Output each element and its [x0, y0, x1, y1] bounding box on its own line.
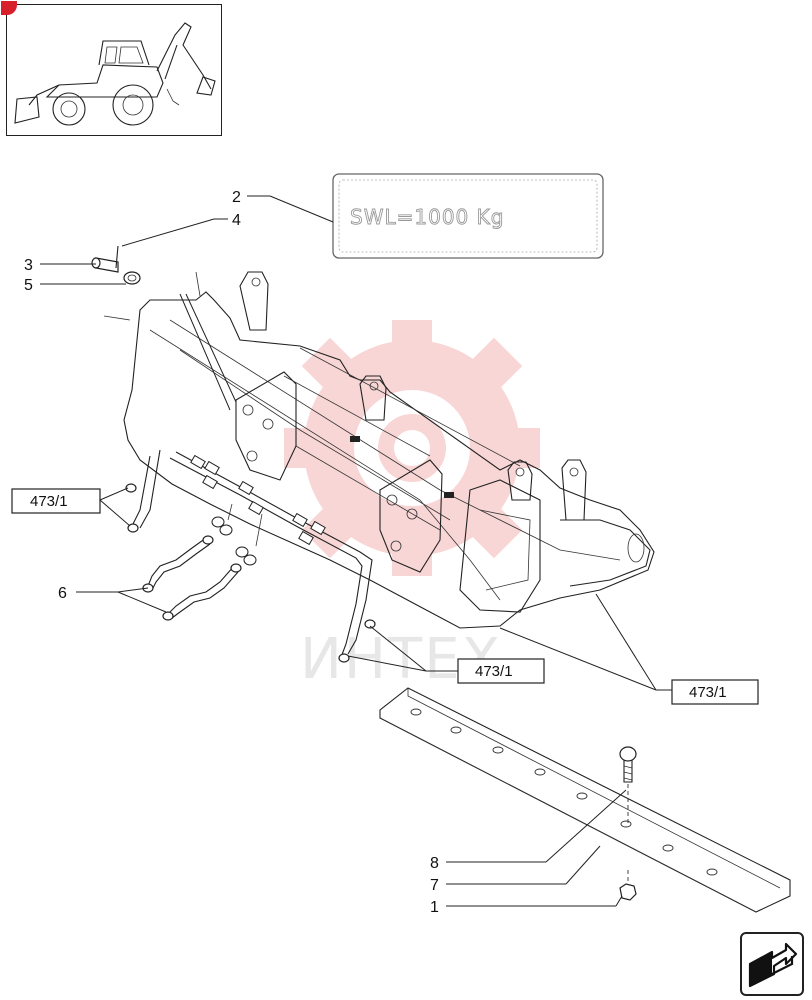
hex-nut	[619, 870, 637, 901]
swl-decal: SWL=1000 Kg	[332, 173, 604, 259]
hydraulic-pipe-6	[142, 535, 242, 621]
callout-4: 4	[232, 212, 241, 229]
callout-3: 3	[24, 257, 33, 274]
ref-box-left[interactable]: 473/1	[11, 488, 101, 514]
backhoe-loader-icon	[14, 22, 216, 126]
machine-thumbnail	[1, 1, 222, 136]
callout-5: 5	[24, 277, 33, 294]
ref-box-middle[interactable]: 473/1	[457, 658, 545, 684]
thumbnail-badge	[1, 1, 17, 15]
ref-box-right[interactable]: 473/1	[671, 679, 759, 705]
swl-decal-text: SWL=1000 Kg	[350, 205, 504, 229]
ref-box-middle-text: 473/1	[475, 663, 513, 680]
callout-7: 7	[430, 877, 439, 894]
ref-box-right-text: 473/1	[689, 684, 727, 701]
pin-bushing	[123, 271, 141, 285]
watermark-gear	[284, 320, 540, 576]
hydraulic-lines	[125, 449, 376, 663]
callout-6: 6	[58, 585, 67, 602]
next-page-button[interactable]	[740, 932, 804, 996]
callout-8: 8	[430, 855, 439, 872]
plough-bolt	[619, 746, 637, 826]
ref-box-left-text: 473/1	[30, 493, 68, 510]
cutting-edge-bar	[379, 687, 791, 913]
loader-bucket	[103, 271, 655, 629]
next-page-arrow-icon	[748, 942, 798, 988]
callout-2: 2	[232, 189, 241, 206]
leader-lines	[40, 195, 672, 907]
callout-1: 1	[430, 899, 439, 916]
pivot-pin	[91, 245, 119, 273]
